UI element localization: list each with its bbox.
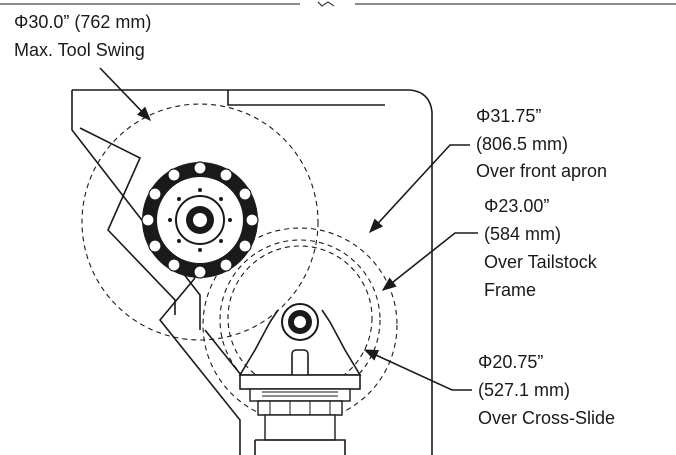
tailstock-frame-circle — [219, 239, 381, 401]
cross-slide-leader — [363, 349, 472, 391]
cross-slide-assembly — [238, 303, 362, 455]
tailstock-description-line2: Frame — [484, 280, 536, 300]
max-tool-swing-leader — [99, 67, 151, 122]
turret-icon — [141, 161, 259, 279]
callout-tailstock: Φ23.00” (584 mm) Over Tailstock Frame — [484, 196, 598, 300]
max-tool-swing-description: Max. Tool Swing — [14, 40, 145, 60]
callout-max-tool-swing: Φ30.0” (762 mm) Max. Tool Swing — [14, 12, 151, 60]
cross-slide-metric: (527.1 mm) — [478, 380, 570, 400]
callout-front-apron: Φ31.75” (806.5 mm) Over front apron — [476, 106, 607, 181]
machine-enclosure — [71, 89, 433, 455]
cross-slide-description: Over Cross-Slide — [478, 408, 615, 428]
tailstock-description-line1: Over Tailstock — [484, 252, 598, 272]
max-tool-swing-diameter: Φ30.0” (762 mm) — [14, 12, 151, 32]
front-apron-description: Over front apron — [476, 161, 607, 181]
cross-slide-diameter: Φ20.75” — [478, 352, 543, 372]
tailstock-diameter: Φ23.00” — [484, 196, 549, 216]
tailstock-metric: (584 mm) — [484, 224, 561, 244]
max-tool-swing-circle — [81, 103, 319, 341]
front-apron-leader — [369, 144, 470, 234]
top-border — [0, 1, 676, 7]
leader-lines — [99, 67, 478, 391]
front-apron-circle — [202, 227, 398, 423]
callout-cross-slide: Φ20.75” (527.1 mm) Over Cross-Slide — [478, 352, 615, 428]
tailstock-leader — [381, 232, 478, 291]
front-apron-diameter: Φ31.75” — [476, 106, 541, 126]
front-apron-metric: (806.5 mm) — [476, 134, 568, 154]
